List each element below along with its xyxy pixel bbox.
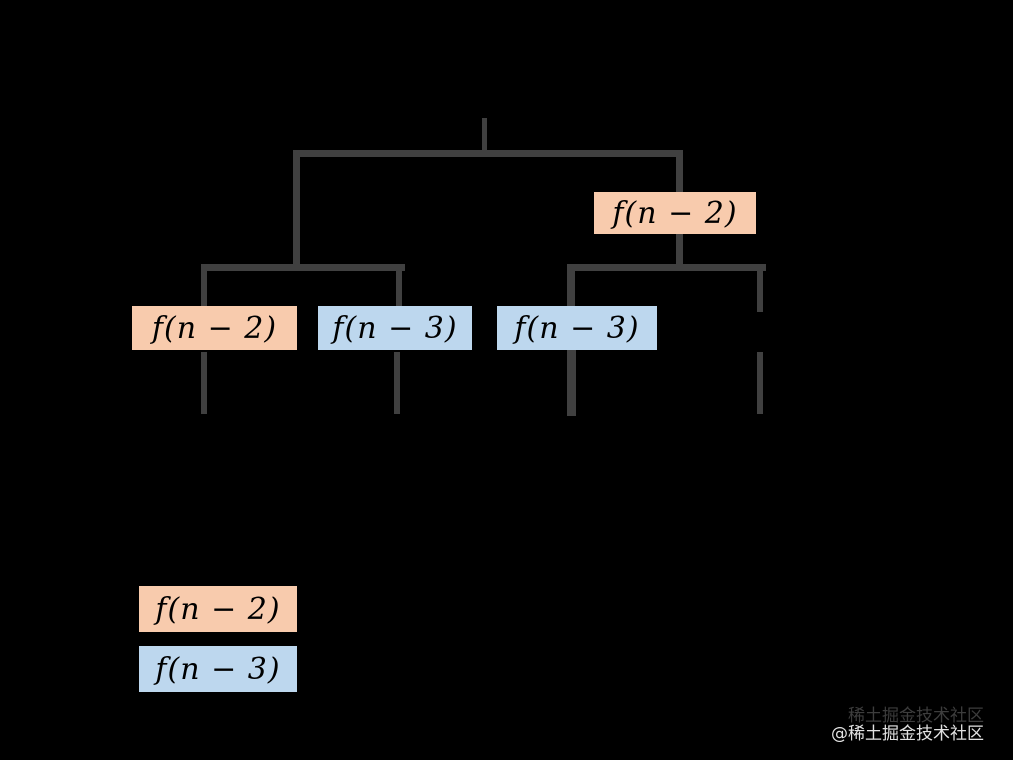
watermark-text: @稀土掘金技术社区 xyxy=(831,724,984,744)
tree-edge-drop-left-2 xyxy=(396,264,402,312)
tree-node-f-n-3-level2-left: f(n − 3) xyxy=(318,306,472,350)
legend-item-f-n-2: f(n − 2) xyxy=(139,586,297,632)
legend-item-f-n-3: f(n − 3) xyxy=(139,646,297,692)
tree-edge-level2-right-horizontal xyxy=(567,264,766,271)
tree-node-label: f(n − 2) xyxy=(151,310,278,346)
tree-node-label: f(n − 3) xyxy=(332,310,458,346)
tree-edge-drop-left-1 xyxy=(201,264,207,312)
tree-node-f-n-3-level2-right: f(n − 3) xyxy=(497,306,657,350)
tree-node-f-n-2-level2: f(n − 2) xyxy=(132,306,297,350)
legend-label: f(n − 2) xyxy=(155,591,281,627)
tree-node-label: f(n − 2) xyxy=(612,195,738,231)
watermark-shadow-text: 稀土掘金技术社区 xyxy=(848,706,984,726)
tree-edge-level1-horizontal xyxy=(293,150,683,157)
tree-edge-stub-left-1 xyxy=(201,352,207,414)
tree-node-label: f(n − 3) xyxy=(514,310,640,346)
tree-edge-drop-right-2 xyxy=(757,264,763,312)
tree-edge-level2-left-horizontal xyxy=(201,264,405,271)
tree-node-f-n-2-level1: f(n − 2) xyxy=(594,192,756,234)
tree-edge-root-stem xyxy=(482,118,487,154)
tree-edge-stub-right-1 xyxy=(567,350,576,416)
tree-edge-level1-left-vertical xyxy=(293,150,300,266)
tree-edge-stub-left-2 xyxy=(394,352,400,414)
tree-edge-stub-right-2 xyxy=(757,352,763,414)
legend-label: f(n − 3) xyxy=(155,651,281,687)
tree-edge-drop-right-1 xyxy=(567,264,575,312)
